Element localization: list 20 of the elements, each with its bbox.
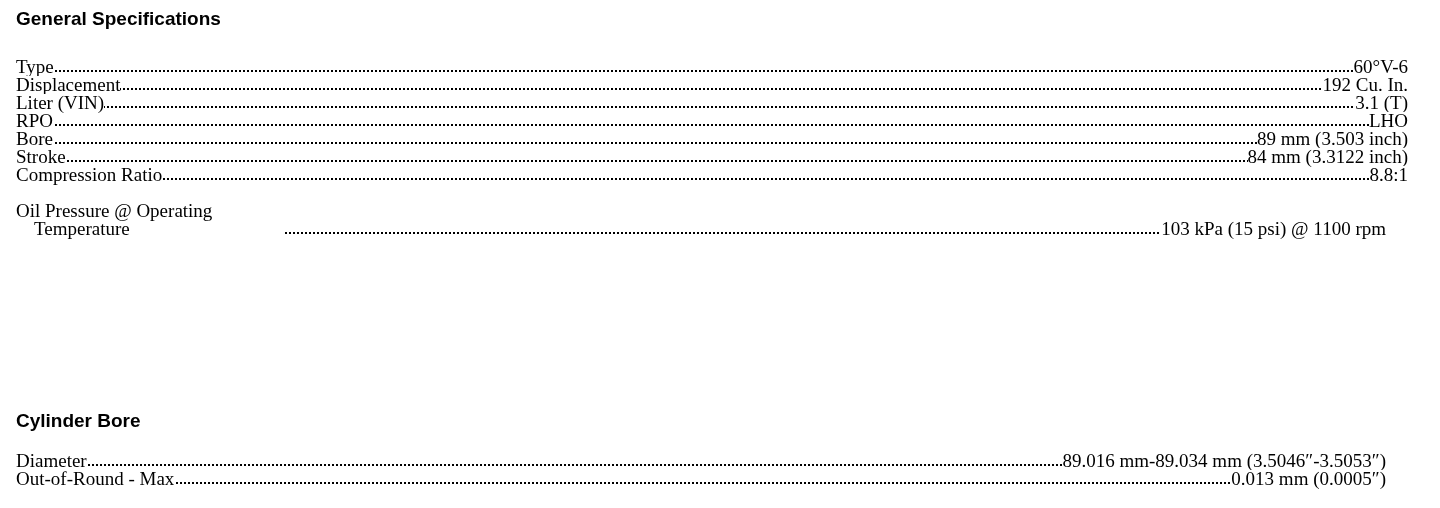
spec-value: 89.016 mm-89.034 mm (3.5046″-3.5053″) <box>1062 452 1386 470</box>
spec-value: 89 mm (3.503 inch) <box>1257 130 1408 148</box>
spec-value: 84 mm (3.3122 inch) <box>1247 148 1408 166</box>
spec-name: Out-of-Round - Max <box>16 470 175 488</box>
spec-name: Displacement <box>16 76 121 94</box>
section-heading: Cylinder Bore <box>16 410 141 432</box>
spec-name: Oil Pressure @ Operating Temperature <box>16 202 284 238</box>
spec-value: 8.8:1 <box>1369 166 1408 184</box>
spec-name: Liter (VIN) <box>16 94 105 112</box>
spec-name: Stroke <box>16 148 66 166</box>
section-heading: General Specifications <box>16 8 221 30</box>
spec-value: 0.013 mm (0.0005″) <box>1231 470 1386 488</box>
spec-name: Diameter <box>16 452 87 470</box>
spec-value: 192 Cu. In. <box>1322 76 1408 94</box>
spec-value: 60°V-6 <box>1353 58 1408 76</box>
spec-name: Compression Ratio <box>16 166 163 184</box>
spec-name: Bore <box>16 130 53 148</box>
spec-value: 103 kPa (15 psi) @ 1100 rpm <box>1161 220 1386 238</box>
spec-value: LHO <box>1368 112 1408 130</box>
spec-name: RPO <box>16 112 53 130</box>
